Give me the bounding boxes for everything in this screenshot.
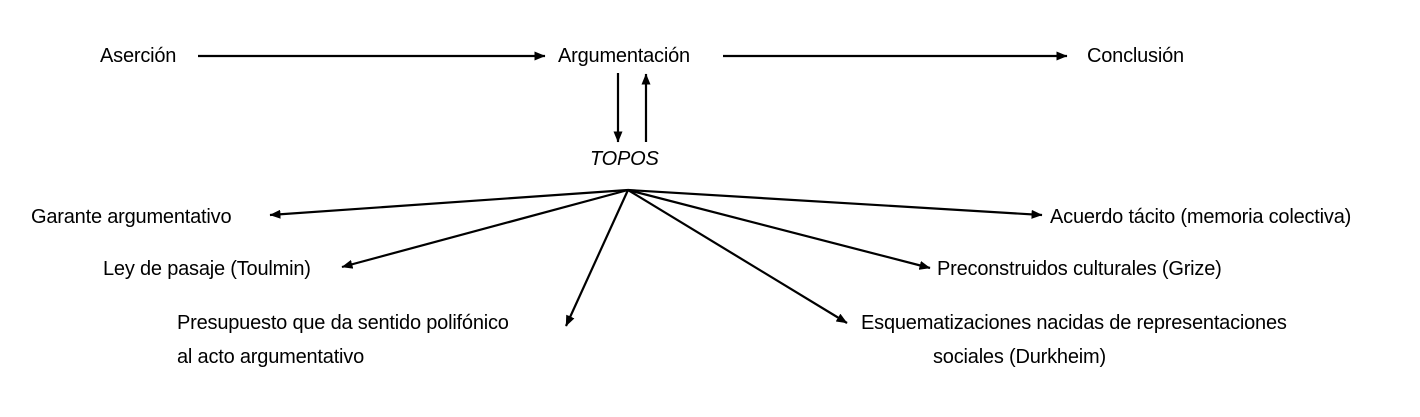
connector-topos-to-presupuesto (564, 189, 630, 327)
node-esquematizaciones-line-2: sociales (Durkheim) (933, 346, 1106, 368)
connector-topos-to-garante (269, 188, 629, 219)
node-conclusion: Conclusión (1087, 45, 1184, 67)
connector-topos-to-ley-pasaje (341, 188, 629, 269)
node-esquematizaciones-line-1: Esquematizaciones nacidas de representac… (861, 312, 1287, 334)
node-topos: TOPOS (590, 148, 659, 170)
connector-topos-to-preconstruidos (627, 188, 931, 270)
node-argumentacion: Argumentación (558, 45, 690, 67)
node-acuerdo-tacito: Acuerdo tácito (memoria colectiva) (1050, 206, 1352, 228)
node-presupuesto-line-2: al acto argumentativo (177, 346, 365, 368)
connector-topos-to-acuerdo (627, 188, 1043, 219)
node-asercion: Aserción (100, 45, 177, 67)
node-presupuesto-line-1: Presupuesto que da sentido polifónico (177, 312, 509, 334)
connector-topos-to-esquematizaciones (627, 189, 848, 324)
node-ley-de-pasaje: Ley de pasaje (Toulmin) (103, 258, 311, 280)
node-preconstruidos-culturales: Preconstruidos culturales (Grize) (937, 258, 1222, 280)
node-garante-argumentativo: Garante argumentativo (31, 206, 232, 228)
